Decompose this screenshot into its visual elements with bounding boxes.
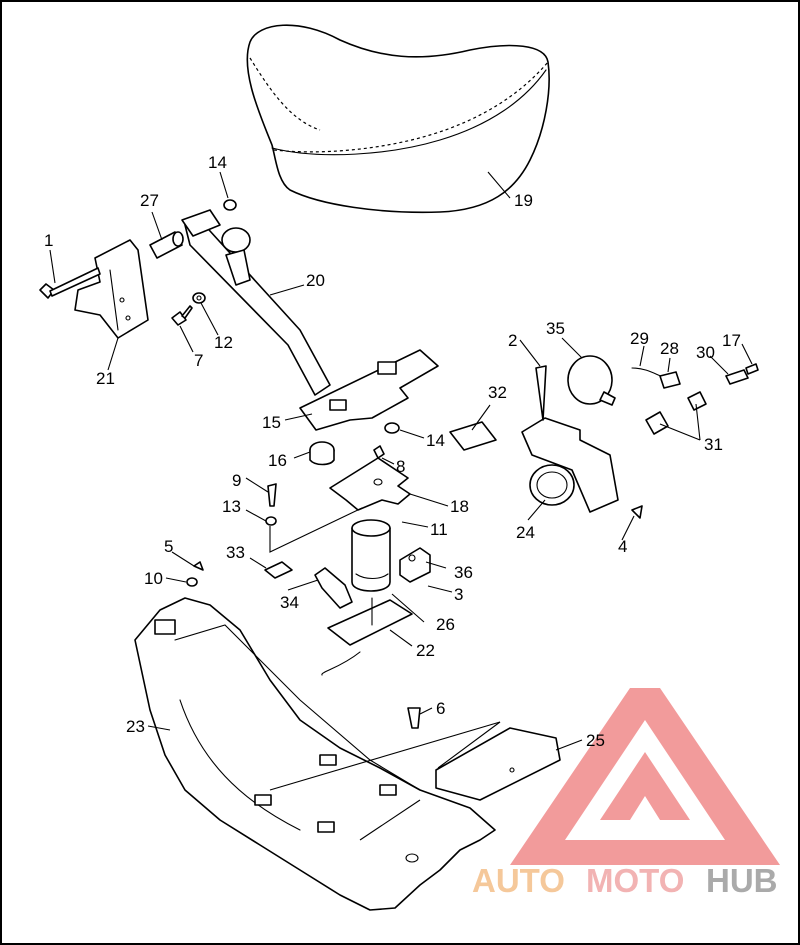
callout-2: 2: [508, 331, 517, 350]
part-gauge: [567, 355, 616, 406]
callout-19: 19: [514, 191, 533, 210]
callout-13: 13: [222, 497, 241, 516]
callout-30: 30: [696, 343, 715, 362]
part-washer-12: [192, 292, 206, 304]
callout-20: 20: [306, 271, 325, 290]
callout-9: 9: [232, 471, 241, 490]
leader-lines: [49, 171, 753, 841]
part-bracket: [74, 239, 149, 339]
watermark-logo: [510, 688, 780, 865]
part-bolt-6: [407, 707, 421, 729]
part-valve-36: [399, 547, 431, 583]
part-pad-33: [264, 561, 293, 579]
callout-8: 8: [396, 457, 405, 476]
part-rubber-mount: [309, 441, 335, 466]
callout-14-mid: 14: [426, 431, 445, 450]
callout-32: 32: [488, 383, 507, 402]
callout-28: 28: [660, 339, 679, 358]
watermark-part-auto: AUTO: [472, 862, 565, 899]
callout-21: 21: [96, 369, 115, 388]
callout-3: 3: [454, 585, 463, 604]
callout-10: 10: [144, 569, 163, 588]
callout-25: 25: [586, 731, 605, 750]
part-bolt-1: [39, 267, 101, 299]
callout-5: 5: [164, 537, 173, 556]
callout-17: 17: [722, 331, 741, 350]
callout-26: 26: [436, 615, 455, 634]
callout-35: 35: [546, 319, 565, 338]
part-screw-2: [535, 365, 547, 421]
part-bracket-34: [314, 567, 353, 609]
callout-16: 16: [268, 451, 287, 470]
part-seat: [246, 24, 550, 214]
part-tray: [134, 597, 496, 911]
watermark-part-hub: HUB: [706, 862, 778, 899]
part-cover-plate: [435, 727, 561, 801]
callout-12: 12: [214, 333, 233, 352]
watermark-triangle-icon: [510, 688, 780, 865]
callout-18: 18: [450, 497, 469, 516]
callout-27: 27: [140, 191, 159, 210]
callout-15: 15: [262, 413, 281, 432]
callout-29: 29: [630, 329, 649, 348]
watermark-text: AUTO MOTO HUB: [472, 862, 778, 899]
callout-24: 24: [516, 523, 535, 542]
watermark-inner-triangle-icon: [600, 752, 690, 820]
callout-labels: 1 2 3 4 5 6 7 8 9 10 11 12 13 14 14 15 1…: [44, 153, 741, 750]
callout-31: 31: [704, 435, 723, 454]
part-mounting-plate: [299, 349, 439, 431]
part-nut-mid: [384, 422, 400, 434]
part-screw-5: [186, 561, 204, 587]
callout-11: 11: [430, 520, 448, 539]
part-spacer: [149, 231, 184, 259]
part-plate-18: [329, 445, 411, 511]
part-fittings: [631, 363, 759, 435]
callout-4: 4: [618, 537, 627, 556]
part-screw-7: [171, 305, 193, 326]
watermark-part-moto: MOTO: [586, 862, 684, 899]
callout-1: 1: [44, 231, 53, 250]
part-seat-arm: [181, 209, 331, 396]
callout-36: 36: [454, 563, 473, 582]
part-canister: [351, 519, 391, 592]
callout-33: 33: [226, 543, 245, 562]
callout-7: 7: [194, 351, 203, 370]
part-screw-4: [631, 505, 643, 519]
callout-6: 6: [436, 699, 445, 718]
part-bolt-9: [265, 483, 277, 526]
callout-22: 22: [416, 641, 435, 660]
part-label-32: [449, 421, 497, 451]
callout-14-top: 14: [208, 153, 227, 172]
part-gauge-bracket: [521, 417, 619, 513]
part-base-plate: [321, 597, 413, 676]
callout-23: 23: [126, 717, 145, 736]
callout-34: 34: [280, 593, 299, 612]
part-nut-top: [223, 199, 237, 211]
